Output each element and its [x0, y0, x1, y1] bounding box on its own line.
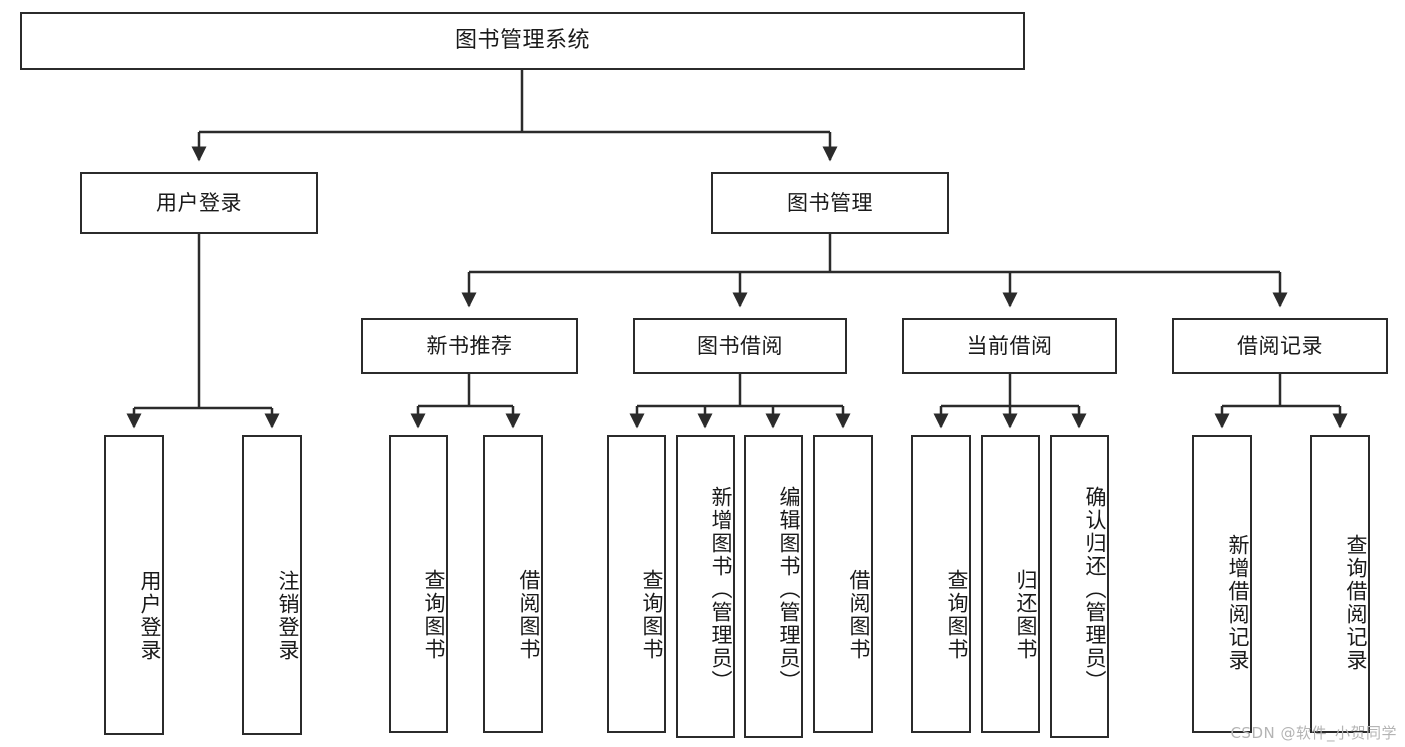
leaf-query-book-new[interactable]: 查询图书 [389, 435, 448, 733]
node-book-management[interactable]: 图书管理 [711, 172, 949, 234]
leaf-edit-book-admin[interactable]: 编辑图书（管理员） [744, 435, 803, 738]
leaf-logout[interactable]: 注销登录 [242, 435, 302, 735]
node-current-borrow[interactable]: 当前借阅 [902, 318, 1117, 374]
leaf-query-borrow-record[interactable]: 查询借阅记录 [1310, 435, 1370, 733]
leaf-query-book-current[interactable]: 查询图书 [911, 435, 971, 733]
leaf-borrow-book[interactable]: 借阅图书 [813, 435, 873, 733]
leaf-add-book-admin[interactable]: 新增图书（管理员） [676, 435, 735, 738]
node-root-system[interactable]: 图书管理系统 [20, 12, 1025, 70]
leaf-query-book-borrow[interactable]: 查询图书 [607, 435, 666, 733]
leaf-borrow-book-new[interactable]: 借阅图书 [483, 435, 543, 733]
csdn-watermark: CSDN @软件_小贺同学 [1230, 724, 1397, 742]
node-borrow-record[interactable]: 借阅记录 [1172, 318, 1388, 374]
leaf-confirm-return-admin[interactable]: 确认归还（管理员） [1050, 435, 1109, 738]
node-user-login[interactable]: 用户登录 [80, 172, 318, 234]
node-new-book-recommend[interactable]: 新书推荐 [361, 318, 578, 374]
leaf-user-login[interactable]: 用户登录 [104, 435, 164, 735]
leaf-add-borrow-record[interactable]: 新增借阅记录 [1192, 435, 1252, 733]
node-book-borrow[interactable]: 图书借阅 [633, 318, 847, 374]
leaf-return-book[interactable]: 归还图书 [981, 435, 1040, 733]
